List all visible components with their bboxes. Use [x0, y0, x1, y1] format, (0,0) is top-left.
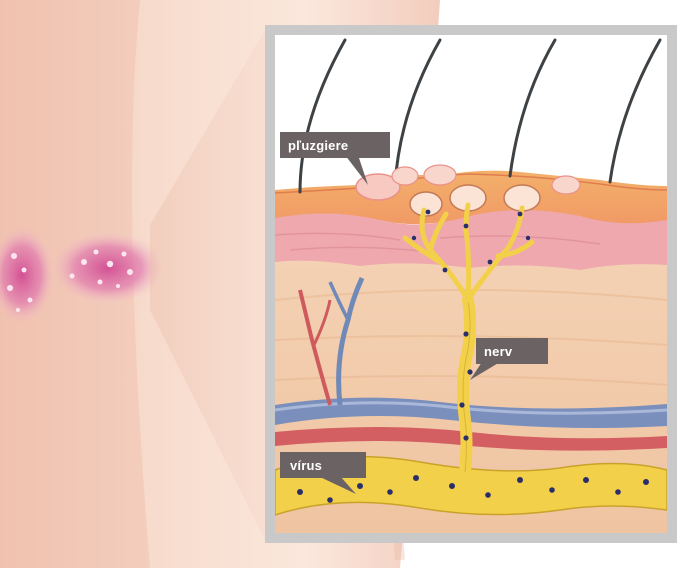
label-nerve: nerv — [484, 344, 513, 359]
label-virus: vírus — [290, 458, 322, 473]
label-blisters: pľuzgiere — [288, 138, 348, 153]
rash-cluster-right — [52, 232, 164, 304]
